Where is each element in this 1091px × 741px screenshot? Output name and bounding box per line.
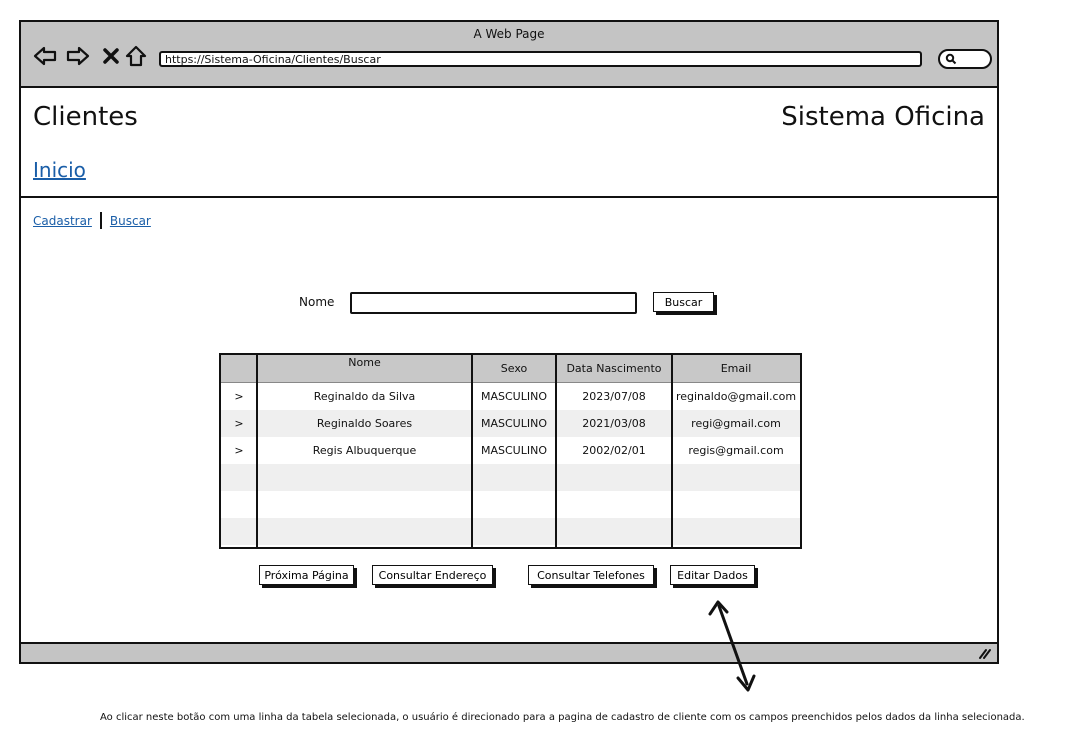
table-row[interactable]: > Reginaldo da Silva MASCULINO 2023/07/0…: [221, 383, 800, 410]
browser-titlebar: A Web Page https://Sistema-Oficina/Clien…: [21, 22, 997, 88]
row-selector[interactable]: >: [234, 390, 244, 403]
column-divider: [555, 355, 557, 547]
browser-statusbar: [21, 642, 997, 662]
column-divider: [256, 355, 258, 547]
cell-sexo: MASCULINO: [481, 444, 547, 457]
cell-email: regis@gmail.com: [688, 444, 784, 457]
cell-data-nascimento: [556, 518, 672, 545]
column-divider: [471, 355, 473, 547]
edit-data-button[interactable]: Editar Dados: [670, 565, 755, 585]
url-bar[interactable]: https://Sistema-Oficina/Clientes/Buscar: [159, 51, 922, 67]
cell-sexo: [472, 491, 556, 518]
header-nome: Nome: [348, 356, 381, 369]
cell-nome: [257, 518, 472, 545]
header-data-nascimento: Data Nascimento: [566, 362, 662, 375]
view-address-button[interactable]: Consultar Endereço: [372, 565, 493, 585]
home-link[interactable]: Inicio: [33, 158, 86, 182]
annotation-arrow-icon: [708, 600, 756, 692]
back-button[interactable]: [33, 44, 57, 68]
search-link[interactable]: Buscar: [109, 213, 151, 228]
cell-nome: [257, 464, 472, 491]
view-phones-button[interactable]: Consultar Telefones: [528, 565, 654, 585]
cell-data-nascimento: 2023/07/08: [582, 390, 646, 403]
table-row[interactable]: > Regis Albuquerque MASCULINO 2002/02/01…: [221, 437, 800, 464]
stop-button[interactable]: [99, 44, 123, 68]
table-row[interactable]: [221, 491, 800, 518]
cell-data-nascimento: [556, 491, 672, 518]
cell-nome: Reginaldo Soares: [316, 417, 413, 430]
cell-data-nascimento: 2021/03/08: [582, 417, 646, 430]
search-button[interactable]: Buscar: [653, 292, 714, 312]
close-icon: [103, 48, 119, 64]
cell-sexo: MASCULINO: [481, 390, 547, 403]
cell-sexo: MASCULINO: [481, 417, 547, 430]
home-icon: [125, 45, 147, 67]
cell-email: [672, 464, 800, 491]
cell-sexo: [472, 518, 556, 545]
cell-email: regi@gmail.com: [691, 417, 781, 430]
row-selector[interactable]: >: [234, 417, 244, 430]
arrow-left-icon: [33, 46, 57, 66]
name-search-input[interactable]: [350, 292, 637, 314]
home-button[interactable]: [124, 44, 148, 68]
browser-window: A Web Page https://Sistema-Oficina/Clien…: [19, 20, 999, 664]
next-page-button[interactable]: Próxima Página: [259, 565, 354, 585]
app-name: Sistema Oficina: [781, 102, 985, 132]
register-link[interactable]: Cadastrar: [33, 213, 92, 228]
resize-grip-icon[interactable]: [977, 647, 991, 659]
cell-email: [672, 491, 800, 518]
cell-email: [672, 518, 800, 545]
table-row[interactable]: [221, 464, 800, 491]
arrow-right-icon: [66, 46, 90, 66]
page-header: Clientes Sistema Oficina Inicio: [21, 88, 997, 198]
row-selector[interactable]: [221, 518, 257, 545]
cell-email: reginaldo@gmail.com: [675, 390, 797, 403]
cell-nome: Regis Albuquerque: [312, 444, 417, 457]
cell-sexo: [472, 464, 556, 491]
annotation-note: Ao clicar neste botão com uma linha da t…: [100, 712, 1025, 723]
row-selector[interactable]: [221, 491, 257, 518]
nav-separator: [99, 212, 102, 229]
row-selector[interactable]: >: [234, 444, 244, 457]
cell-nome: Reginaldo da Silva: [313, 390, 416, 403]
header-select: [221, 355, 257, 382]
clients-table: Nome Sexo Data Nascimento Email > Regina…: [219, 353, 802, 549]
table-row[interactable]: > Reginaldo Soares MASCULINO 2021/03/08 …: [221, 410, 800, 437]
cell-data-nascimento: [556, 464, 672, 491]
column-divider: [671, 355, 673, 547]
cell-data-nascimento: 2002/02/01: [582, 444, 646, 457]
row-selector[interactable]: [221, 464, 257, 491]
name-label: Nome: [299, 295, 335, 309]
cell-nome: [257, 491, 472, 518]
table-row[interactable]: [221, 518, 800, 545]
section-nav: Cadastrar Buscar: [33, 212, 151, 229]
window-title: A Web Page: [473, 27, 545, 41]
page-title: Clientes: [33, 102, 138, 132]
search-icon: [945, 53, 957, 65]
forward-button[interactable]: [66, 44, 90, 68]
header-sexo: Sexo: [500, 362, 528, 375]
table-header: Nome Sexo Data Nascimento Email: [221, 355, 800, 383]
header-email: Email: [720, 362, 752, 375]
browser-search-button[interactable]: [938, 49, 992, 69]
